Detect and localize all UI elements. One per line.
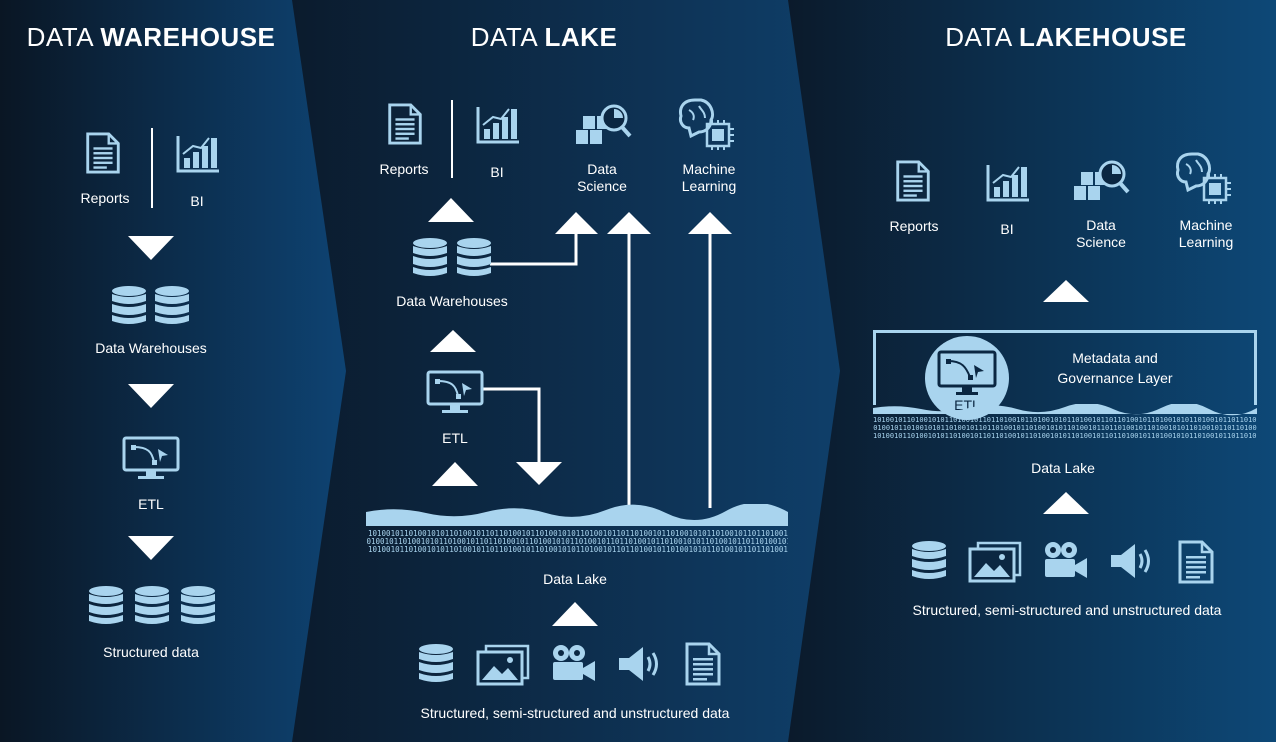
label-etl: ETL — [442, 430, 468, 446]
arrow-down-lake — [516, 462, 562, 485]
etl-monitor-icon — [122, 436, 180, 482]
data-lake-binary-band: 1010010110100101011010010110110100101101… — [366, 504, 788, 554]
binary-row: 1010010110100101011010010110110100101101… — [873, 424, 1257, 432]
binary-row: 1010010110100101011010010110110100101101… — [873, 432, 1257, 440]
database-icon — [88, 586, 124, 626]
database-icon — [418, 644, 454, 684]
database-icon — [456, 238, 492, 278]
report-icon — [80, 132, 126, 174]
panel-warehouse — [0, 0, 360, 742]
database-icon — [134, 586, 170, 626]
video-camera-icon — [549, 644, 597, 684]
label-data-lake: Data Lake — [543, 571, 607, 587]
label-reports: Reports — [889, 218, 939, 234]
machine-learning-icon — [1174, 150, 1234, 206]
label-data-lake: Data Lake — [1031, 460, 1095, 476]
database-icon — [111, 286, 147, 326]
report-icon — [382, 103, 428, 145]
title-data-lakehouse: DATA LAKEHOUSE — [945, 22, 1187, 52]
database-icon — [911, 541, 947, 581]
label-data-warehouses: Data Warehouses — [396, 293, 508, 309]
arrow-up-datascience-2 — [607, 212, 651, 234]
arrow-up-datascience — [555, 212, 598, 234]
image-gallery-icon — [476, 644, 530, 686]
arrow-up-icon — [432, 462, 478, 486]
binary-row: 1010010110100101011010010110110100101101… — [368, 529, 788, 538]
database-icon — [180, 586, 216, 626]
line-dw-to-datascience — [490, 234, 578, 266]
document-icon — [683, 642, 723, 686]
etl-monitor-icon — [426, 370, 484, 416]
database-icon — [412, 238, 448, 278]
arrow-down-icon — [128, 536, 174, 560]
arrow-down-icon — [128, 384, 174, 408]
governance-layer-box — [873, 330, 1257, 405]
speaker-icon — [1107, 541, 1157, 581]
label-etl: ETL — [138, 496, 164, 512]
label-structured-data: Structured data — [103, 644, 199, 660]
line-etl-to-lake — [482, 387, 541, 462]
label-sources: Structured, semi-structured and unstruct… — [420, 705, 730, 721]
database-icon — [154, 286, 190, 326]
image-gallery-icon — [968, 541, 1022, 583]
machine-learning-icon — [677, 96, 737, 152]
data-science-icon — [574, 100, 632, 148]
label-bi: BI — [190, 193, 204, 209]
data-lake-binary-band: 1010010110100101011010010110110100101101… — [873, 404, 1257, 440]
label-reports: Reports — [379, 161, 429, 177]
divider — [451, 100, 453, 178]
binary-row: 1010010110100101011010010110110100101101… — [366, 537, 788, 546]
etl-circle — [925, 336, 1009, 420]
panel-lake — [292, 0, 842, 742]
title-data-warehouse: DATA WAREHOUSE — [26, 22, 276, 52]
label-bi: BI — [1000, 221, 1014, 237]
binary-row: 1010010110100101011010010110110100101101… — [873, 416, 1257, 424]
arrow-up-icon — [430, 330, 476, 352]
divider — [151, 128, 153, 208]
title-data-lake: DATA LAKE — [470, 22, 618, 52]
data-science-icon — [1072, 156, 1130, 204]
arrow-down-icon — [128, 236, 174, 260]
binary-row: 1010010110100101011010010110110100101101… — [368, 545, 788, 554]
label-bi: BI — [490, 164, 504, 180]
label-data-warehouses: Data Warehouses — [95, 340, 207, 356]
label-sources: Structured, semi-structured and unstruct… — [912, 602, 1222, 618]
arrow-up-icon — [1043, 492, 1089, 514]
arrow-up-icon — [552, 602, 598, 626]
video-camera-icon — [1041, 541, 1089, 581]
label-reports: Reports — [80, 190, 130, 206]
arrow-up-icon — [1043, 280, 1089, 302]
document-icon — [1176, 540, 1216, 584]
speaker-icon — [615, 644, 665, 684]
arrow-up-ml — [688, 212, 732, 234]
bar-chart-icon — [175, 134, 221, 174]
bar-chart-icon — [475, 105, 521, 145]
report-icon — [890, 160, 936, 202]
bar-chart-icon — [985, 163, 1031, 203]
arrow-up-icon — [428, 198, 474, 222]
